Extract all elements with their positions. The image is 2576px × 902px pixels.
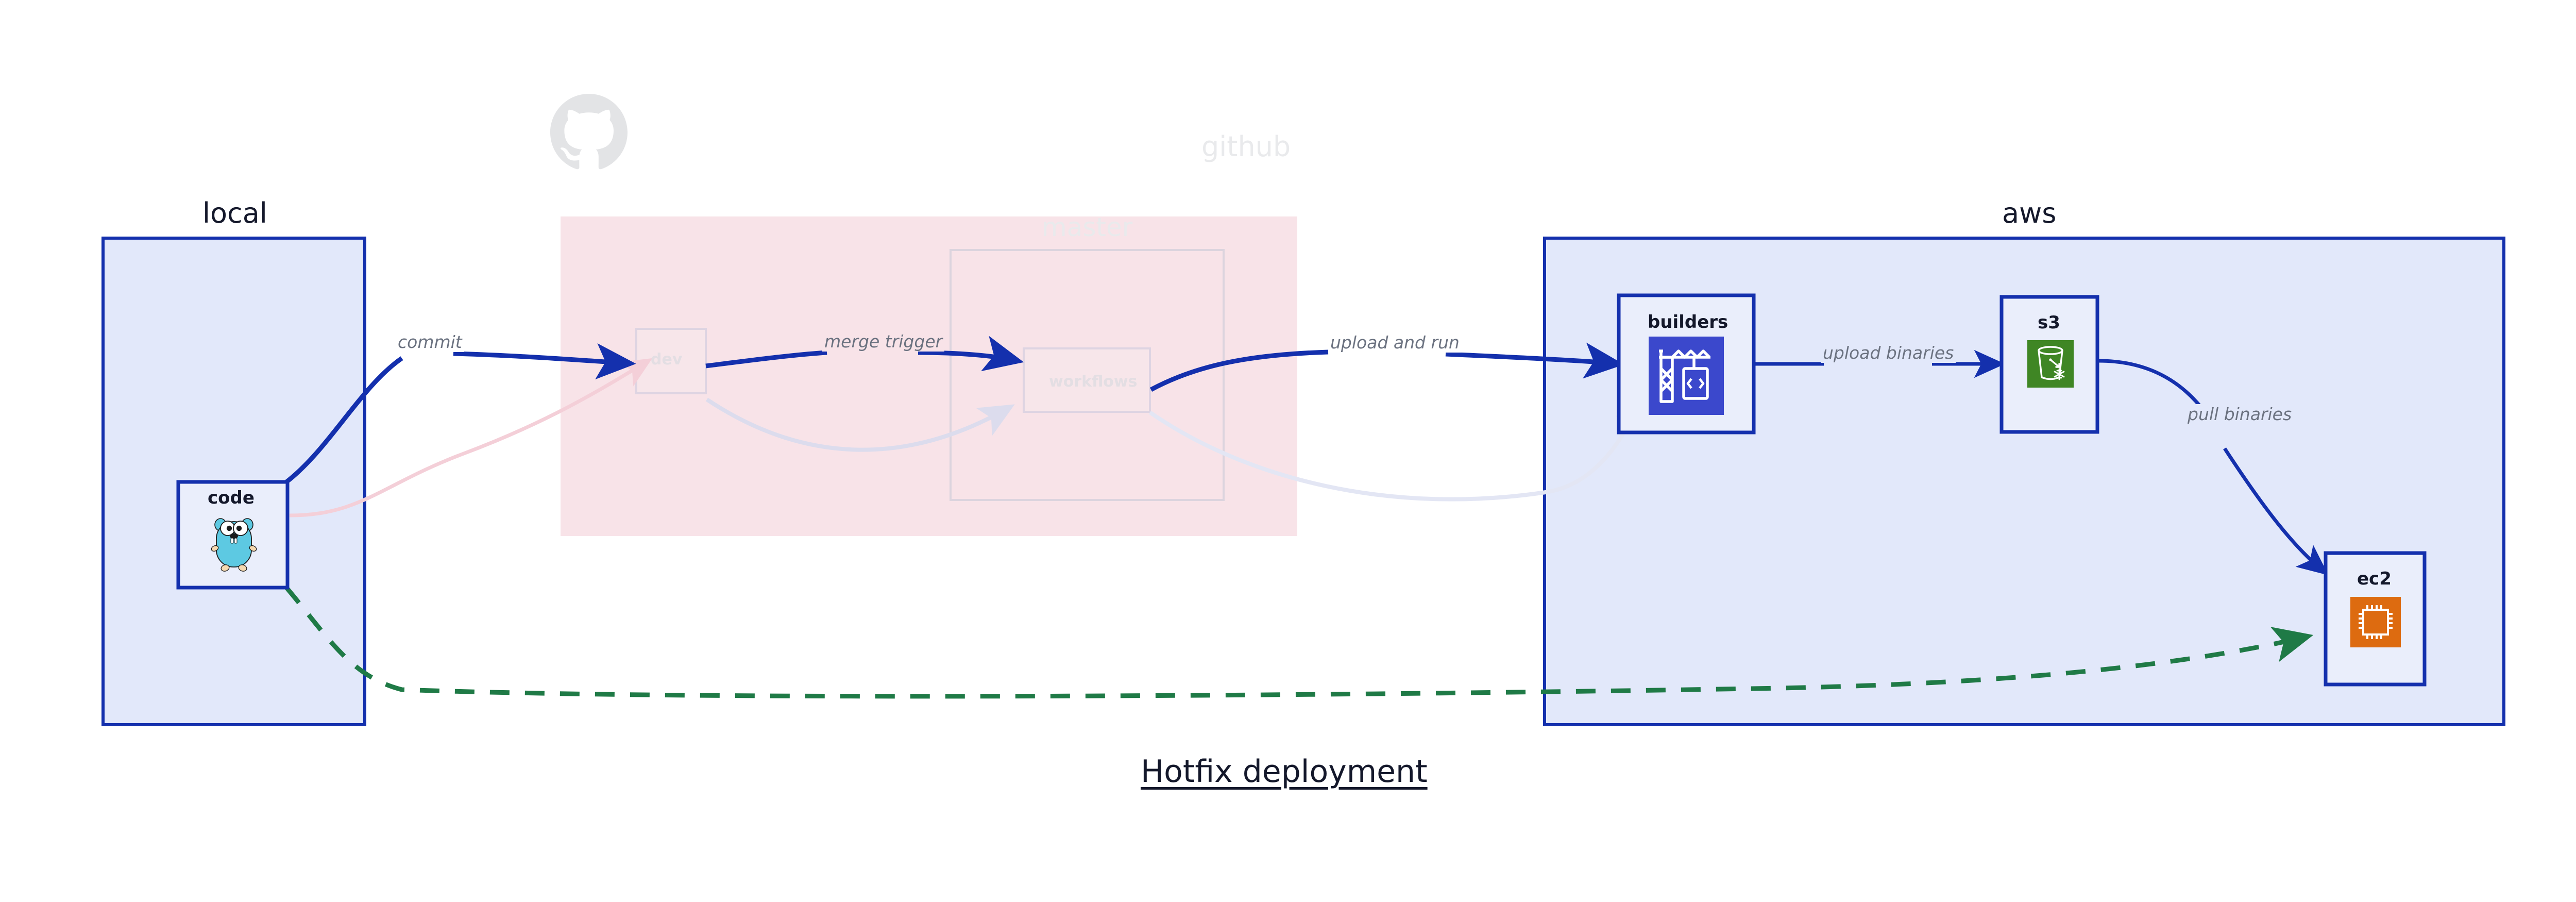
edge-pull-binaries-path-2 [2223,447,2329,576]
edge-label-pull-binaries: pull binaries [2185,404,2294,424]
group-title-aws: aws [2002,197,2057,229]
aws-s3-bucket-icon [2027,340,2074,388]
github-octocat-icon [550,94,628,171]
aws-codebuild-crane-icon [1649,337,1724,415]
edge-label-upload-binaries: upload binaries [1821,343,1956,363]
edge-bg-workflows-builders [1148,391,1647,502]
node-label-builders: builders [1648,312,1728,332]
go-gopher-icon [208,511,260,573]
edge-bg-dev-workflows [705,397,1015,452]
edge-merge-trigger-path [705,350,827,369]
page-title: Hotfix deployment [1141,754,1428,790]
node-workflows-rect[interactable] [1023,347,1151,413]
subgroup-master-rect [950,249,1225,501]
edge-merge-trigger-path-2 [918,336,1024,372]
edge-upload-and-run-path [1149,349,1329,392]
group-title-github: github [1201,130,1291,163]
edge-label-upload-and-run: upload and run [1328,332,1462,353]
aws-ec2-chip-icon [2350,597,2401,647]
node-label-ec2: ec2 [2357,569,2392,589]
node-label-s3: s3 [2038,312,2060,333]
edge-hotfix-direct-path [284,586,2314,699]
edge-bg-code-dev [289,358,653,517]
edge-commit-path [285,356,403,484]
edge-label-commit: commit [396,332,464,352]
edge-commit-path-2 [453,343,636,380]
node-label-dev: dev [651,350,683,369]
subgroup-title-master: master [1042,212,1133,242]
node-label-workflows: workflows [1049,373,1138,391]
edge-pull-binaries-path [2098,359,2207,414]
edge-label-merge-trigger: merge trigger [822,331,945,352]
node-label-code: code [208,488,255,508]
group-title-local: local [202,197,267,229]
edge-upload-and-run-path-2 [1445,342,1624,379]
